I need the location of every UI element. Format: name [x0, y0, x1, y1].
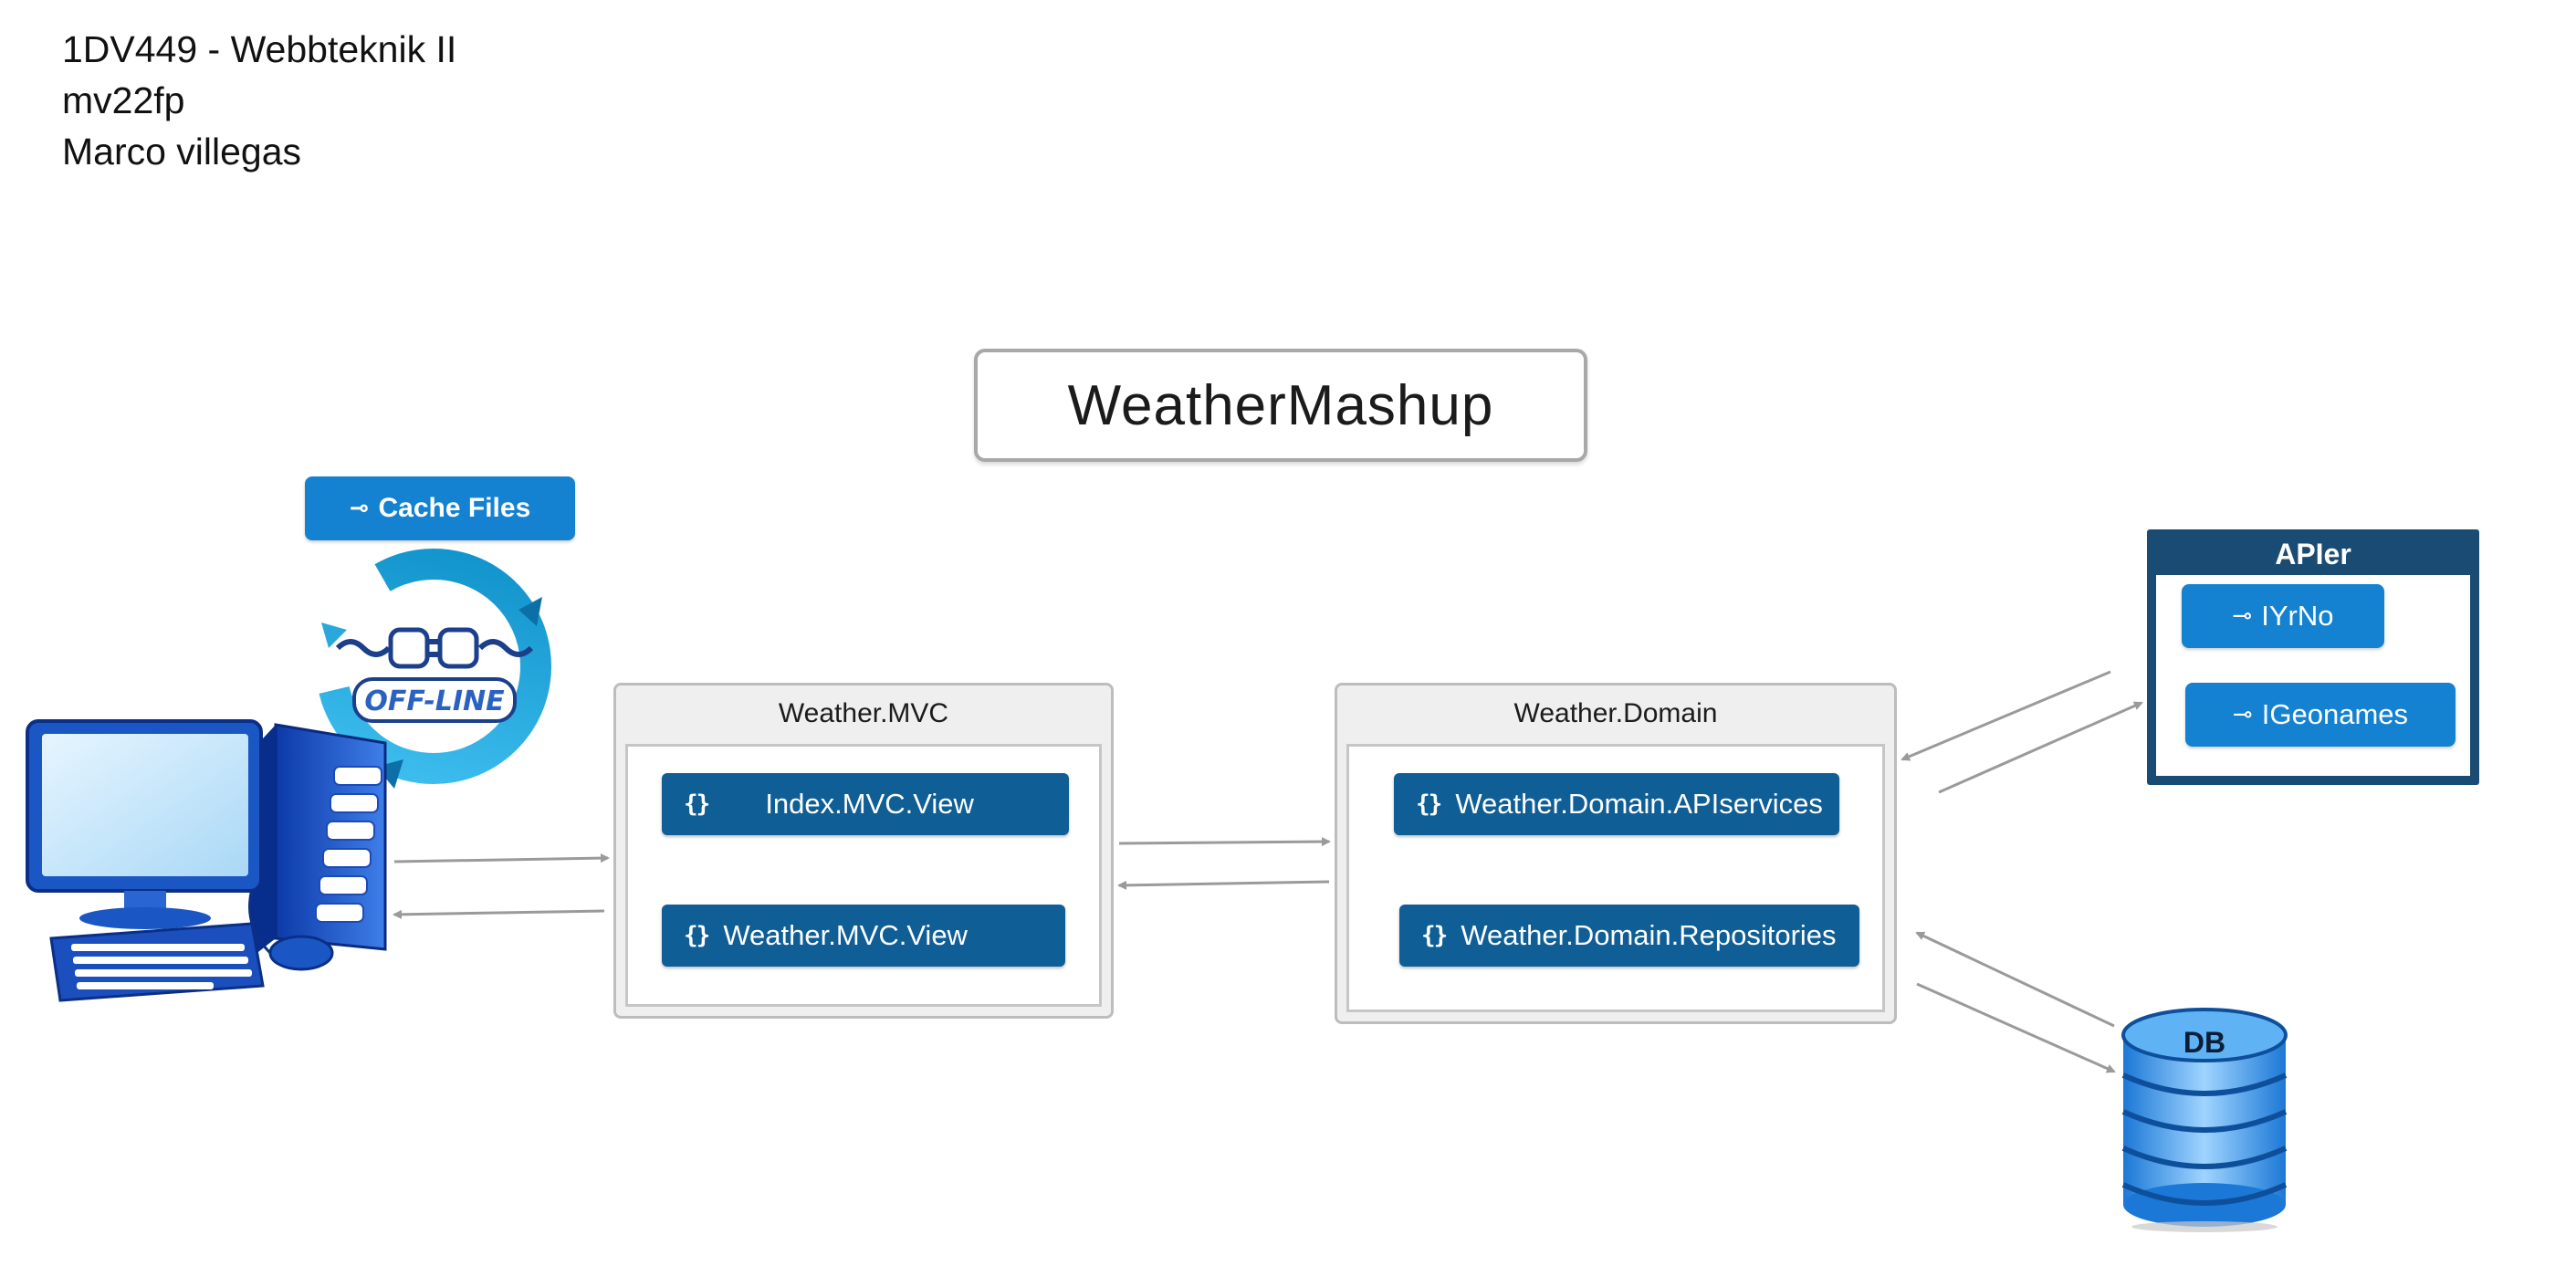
offline-text: OFF-LINE: [364, 685, 505, 717]
diagram-title-box: WeatherMashup: [974, 349, 1587, 462]
domain-layer-title: Weather.Domain: [1513, 698, 1718, 728]
arrow-apis-to-domain: [1901, 670, 2111, 761]
interface-lollipop-icon: ⊸: [349, 495, 370, 522]
component-weather-mvc-view: {} Weather.MVC.View: [662, 905, 1065, 967]
database-label: DB: [2183, 1026, 2226, 1059]
namespace-icon: {}: [1416, 790, 1442, 818]
cache-files-label: ⊸ Cache Files: [305, 476, 575, 540]
offline-plug-icon: OFF-LINE: [316, 549, 551, 789]
domain-layer: Weather.Domain {} Weather.Domain.APIserv…: [1335, 683, 1897, 1024]
arrow-domain-to-mvc: [1117, 880, 1330, 890]
arrow-db-to-domain: [1915, 931, 2115, 1028]
component-domain-apiservices: {} Weather.Domain.APIservices: [1394, 773, 1839, 835]
mvc-layer-title: Weather.MVC: [778, 698, 949, 728]
arrow-client-to-mvc: [393, 853, 610, 863]
namespace-icon: {}: [1421, 922, 1448, 949]
arrow-mvc-to-domain: [1118, 837, 1331, 847]
component-domain-repositories: {} Weather.Domain.Repositories: [1399, 905, 1859, 967]
diagram-title: WeatherMashup: [1067, 373, 1494, 437]
arrow-domain-to-apis: [1938, 701, 2143, 794]
user-id: mv22fp: [62, 79, 185, 121]
namespace-icon: {}: [684, 790, 710, 818]
desktop-computer-icon: [26, 719, 387, 1002]
interface-lollipop-icon: ⊸: [2232, 602, 2253, 630]
apis-container: APIer ⊸ IYrNo ⊸ IGeonames: [2147, 529, 2479, 785]
arrow-domain-to-db: [1916, 982, 2116, 1073]
apis-title: APIer: [2275, 538, 2351, 570]
database-cylinder-icon: DB: [2118, 1004, 2291, 1232]
author-name: Marco villegas: [62, 131, 302, 173]
mvc-layer: Weather.MVC {} Index.MVC.View {} Weather…: [613, 683, 1114, 1019]
interface-iyrno: ⊸ IYrNo: [2182, 584, 2384, 648]
namespace-icon: {}: [684, 922, 710, 949]
component-index-mvc-view: {} Index.MVC.View: [662, 773, 1069, 835]
course-title: 1DV449 - Webbteknik II: [62, 28, 457, 70]
interface-igeonames: ⊸ IGeonames: [2185, 683, 2456, 747]
interface-lollipop-icon: ⊸: [2232, 701, 2253, 728]
apis-body: ⊸ IYrNo ⊸ IGeonames: [2156, 575, 2470, 776]
arrow-mvc-to-client: [393, 909, 605, 919]
